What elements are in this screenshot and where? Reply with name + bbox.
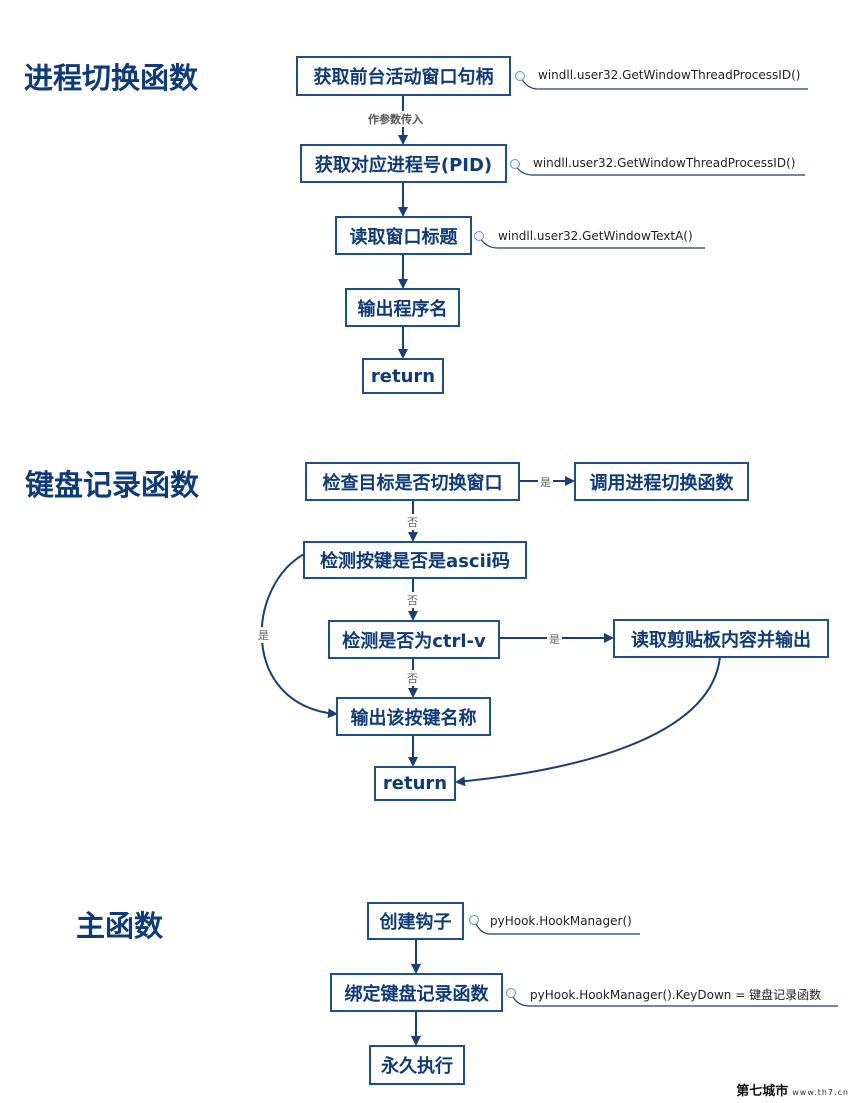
note-anchor-4 <box>469 915 479 925</box>
note-create-hook: pyHook.HookManager() <box>490 914 632 928</box>
node-get-foreground-window: 获取前台活动窗口句柄 <box>296 56 511 96</box>
section-title-keylogger: 键盘记录函数 <box>25 468 200 502</box>
edge-label-no-ascii: 否 <box>405 592 420 608</box>
note-anchor-2 <box>510 159 520 169</box>
note-get-foreground: windll.user32.GetWindowThreadProcessID() <box>538 68 801 82</box>
edge-label-no-switch: 否 <box>405 514 420 530</box>
edge-label-no-ctrlv: 否 <box>405 670 420 686</box>
node-output-program-name: 输出程序名 <box>345 288 460 327</box>
node-return-1: return <box>362 358 444 394</box>
node-call-process-switch: 调用进程切换函数 <box>574 462 749 501</box>
edge-label-yes-ctrlv: 是 <box>547 631 562 647</box>
node-return-2: return <box>374 766 456 801</box>
node-check-ascii: 检测按键是否是ascii码 <box>303 541 527 579</box>
edge-label-yes-ascii: 是 <box>256 627 271 643</box>
node-get-pid: 获取对应进程号(PID) <box>300 144 507 183</box>
note-bind-keylogger: pyHook.HookManager().KeyDown = 键盘记录函数 <box>530 988 822 1002</box>
node-check-ctrl-v: 检测是否为ctrl-v <box>328 620 500 659</box>
watermark-brand: 第七城市 <box>736 1084 789 1099</box>
note-read-title: windll.user32.GetWindowTextA() <box>498 229 693 243</box>
edge-s2-clipboard-return <box>455 656 721 787</box>
node-create-hook: 创建钩子 <box>367 902 464 940</box>
watermark-url: www.th7.cn <box>792 1088 849 1097</box>
note-get-pid: windll.user32.GetWindowThreadProcessID() <box>533 156 796 170</box>
note-anchor-3 <box>474 231 484 241</box>
section-title-process-switch: 进程切换函数 <box>24 61 199 95</box>
node-bind-keylogger: 绑定键盘记录函数 <box>330 973 503 1012</box>
node-run-forever: 永久执行 <box>369 1045 465 1085</box>
edge-label-yes-switch: 是 <box>538 474 553 490</box>
edge-label-param: 作参数传入 <box>366 111 425 127</box>
node-read-clipboard: 读取剪贴板内容并输出 <box>613 619 829 658</box>
section-title-main: 主函数 <box>76 909 164 943</box>
node-check-window-switch: 检查目标是否切换窗口 <box>305 462 520 501</box>
note-anchor-1 <box>515 71 525 81</box>
note-anchor-5 <box>506 988 516 998</box>
node-output-key-name: 输出该按键名称 <box>336 697 491 736</box>
node-read-window-title: 读取窗口标题 <box>335 216 472 255</box>
